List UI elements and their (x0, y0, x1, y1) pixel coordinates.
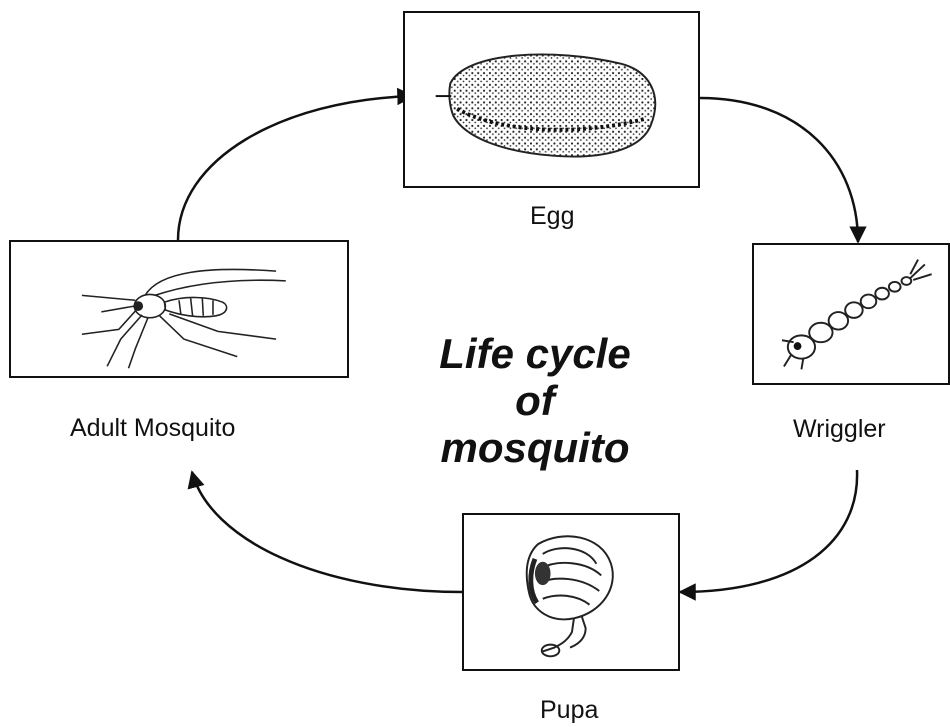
wriggler-label: Wriggler (793, 415, 886, 444)
wriggler-illustration (754, 245, 948, 383)
adult-mosquito-illustration (11, 242, 347, 376)
arrow-adult-to-egg (178, 96, 413, 240)
title-line-1: Life cycle (395, 330, 675, 377)
egg-label: Egg (530, 202, 574, 231)
adult-label: Adult Mosquito (70, 414, 235, 443)
pupa-label: Pupa (540, 696, 598, 725)
pupa-image-box (462, 513, 680, 671)
title-line-2: of (395, 377, 675, 424)
arrow-wriggler-to-pupa (680, 470, 857, 592)
pupa-illustration (464, 515, 678, 669)
egg-image-box (403, 11, 700, 188)
title-line-3: mosquito (395, 424, 675, 471)
arrow-egg-to-wriggler (700, 98, 858, 242)
arrow-pupa-to-adult (192, 472, 463, 592)
wriggler-image-box (752, 243, 950, 385)
egg-illustration (405, 13, 698, 186)
diagram-title: Life cycle of mosquito (395, 330, 675, 471)
adult-image-box (9, 240, 349, 378)
